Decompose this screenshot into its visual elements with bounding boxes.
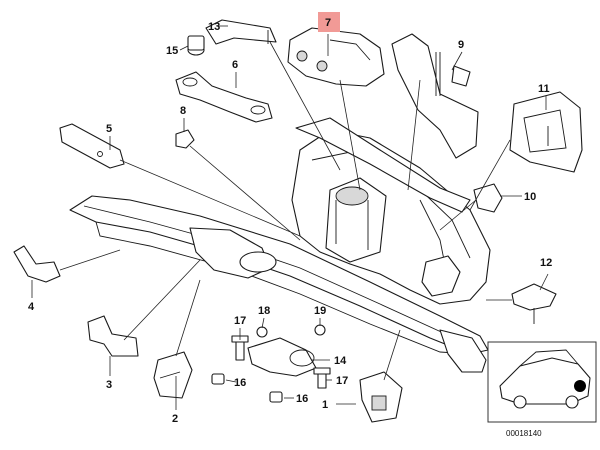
callout-14: 14 xyxy=(334,355,347,367)
callout-11: 11 xyxy=(538,83,550,95)
callout-3: 3 xyxy=(106,379,112,391)
main-frame-assembly xyxy=(69,117,491,373)
highlight-marker xyxy=(318,12,340,32)
callout-2: 2 xyxy=(172,413,178,425)
part-6-bracket xyxy=(175,71,273,123)
location-dot xyxy=(574,380,586,392)
callout-8: 8 xyxy=(180,105,186,117)
part-16-nut xyxy=(269,391,283,403)
part-12-bracket xyxy=(511,283,557,324)
callout-18: 18 xyxy=(258,305,270,317)
callout-16: 16 xyxy=(296,393,308,405)
part-11-panel xyxy=(509,91,583,173)
callout-labels: 1 2 3 4 5 6 7 8 9 10 11 12 13 14 15 16 1… xyxy=(28,12,552,425)
callout-15: 15 xyxy=(166,45,178,57)
part-9-bracket xyxy=(391,33,479,159)
part-10-clip xyxy=(473,183,503,213)
callout-16: 16 xyxy=(234,377,246,389)
part-17-bolt xyxy=(313,367,331,389)
part-3-bracket xyxy=(87,315,139,357)
part-1-bracket xyxy=(359,371,403,423)
callout-12: 12 xyxy=(540,257,552,269)
vehicle-location-inset xyxy=(487,341,597,423)
leader-lines xyxy=(31,25,549,410)
callout-19: 19 xyxy=(314,305,326,317)
callout-5: 5 xyxy=(106,123,112,135)
callout-13: 13 xyxy=(208,21,220,33)
callout-10: 10 xyxy=(524,191,536,203)
part-15-grommet xyxy=(187,35,205,56)
part-19-clip xyxy=(314,324,326,336)
part-7-mount-bracket xyxy=(287,27,385,87)
callout-9: 9 xyxy=(458,39,464,51)
part-16-nut xyxy=(211,373,225,385)
reference-code: 00018140 xyxy=(506,429,542,438)
callout-4: 4 xyxy=(28,301,35,313)
part-2-bracket xyxy=(153,351,193,399)
part-14-support xyxy=(247,337,317,377)
callout-7: 7 xyxy=(325,17,331,29)
callout-1: 1 xyxy=(322,399,328,411)
part-4-bracket xyxy=(13,245,61,283)
callout-17: 17 xyxy=(336,375,348,387)
callout-6: 6 xyxy=(232,59,238,71)
part-18-nut xyxy=(256,326,268,338)
part-8-clip xyxy=(175,129,195,149)
part-5-plate xyxy=(59,123,125,169)
callout-17: 17 xyxy=(234,315,246,327)
